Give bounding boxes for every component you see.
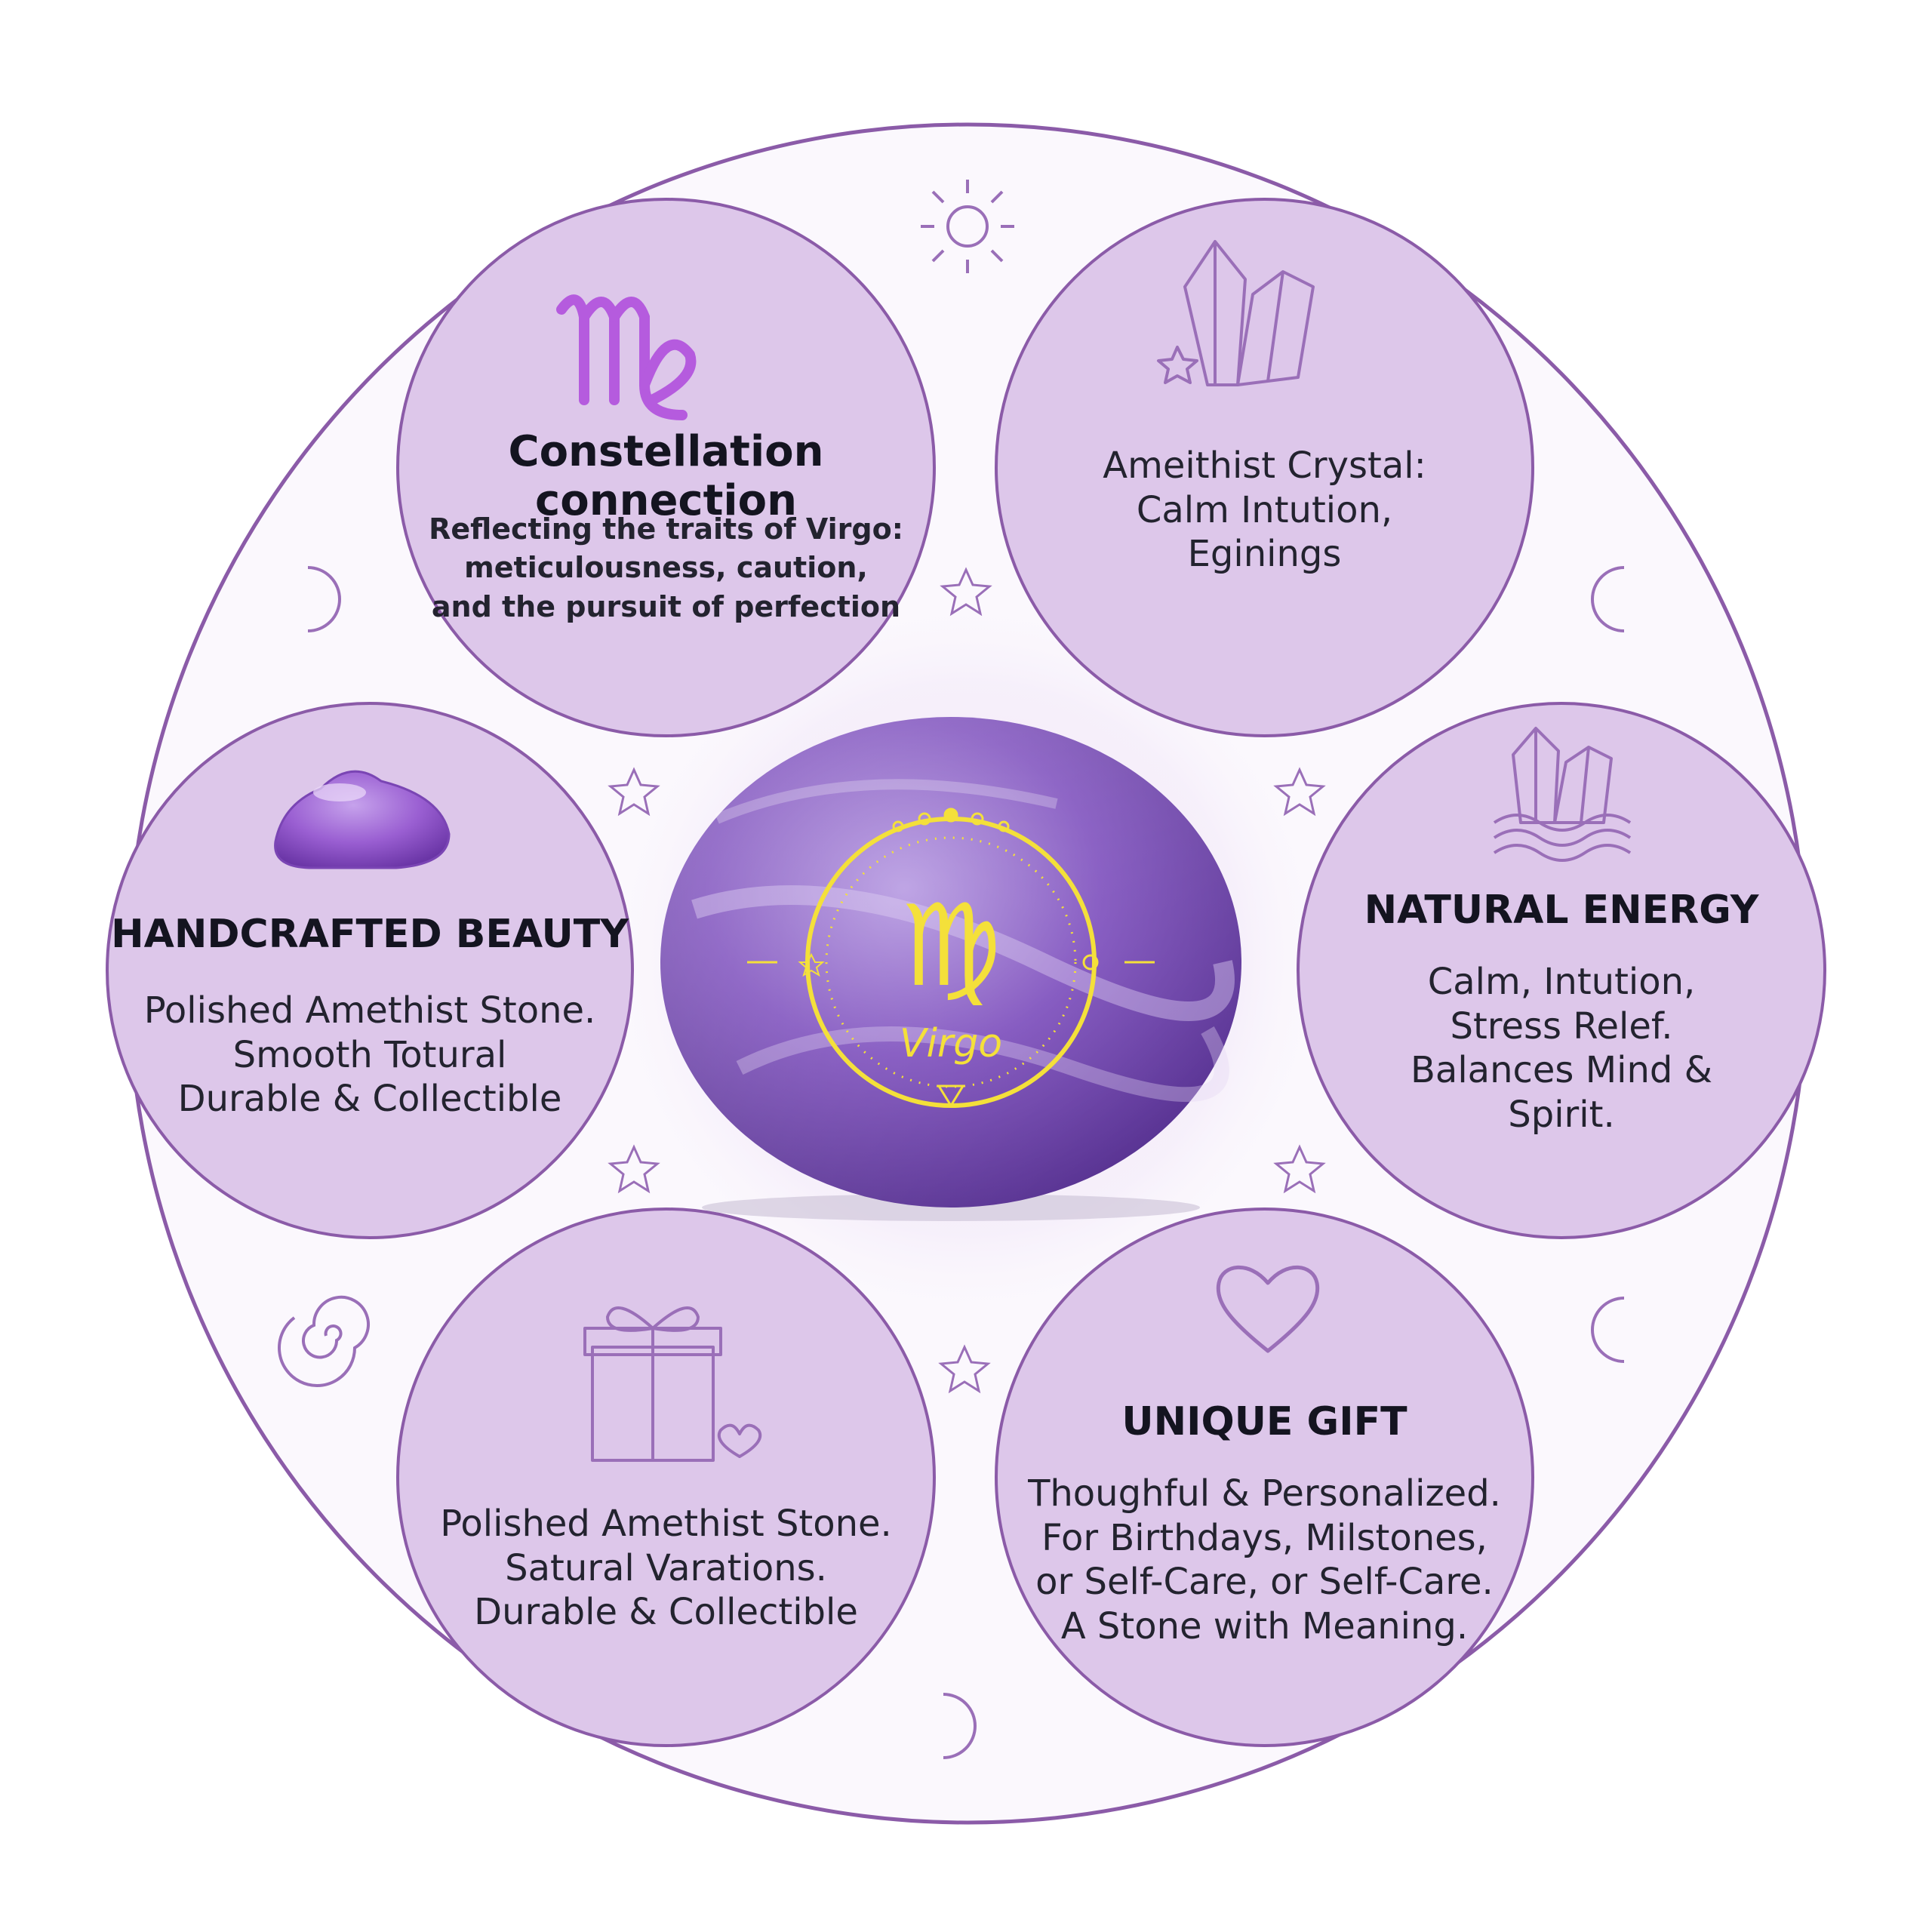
gift-line: or Self-Care, or Self-Care. [1035,1561,1494,1604]
crystal-wave-icon [1493,727,1632,862]
variations-description: Polished Amethist Stone. Satural Varatio… [396,1502,936,1635]
energy-line: Calm, Intution, [1427,961,1696,1003]
virgo-engraved-label: Virgo [900,1021,1002,1066]
moon-icon [1591,1297,1625,1363]
moon-icon [943,1693,977,1759]
sun-icon [921,180,1014,273]
handcrafted-line: Smooth Totural [232,1033,507,1076]
handcrafted-line: Polished Amethist Stone. [143,989,596,1032]
variations-line: Satural Varations. [505,1546,827,1589]
gift-line: For Birthdays, Milstones, [1041,1516,1487,1559]
heart-icon [1216,1265,1320,1353]
amethyst-description: Ameithist Crystal: Calm Intution, Eginin… [995,444,1534,577]
gift-title: UNIQUE GIFT [1121,1399,1407,1444]
moon-icon [307,566,341,632]
gift-line: Thoughful & Personalized. [1028,1472,1501,1515]
star-icon [940,567,992,617]
variations-line: Durable & Collectible [474,1591,858,1634]
energy-line: Balances Mind & [1410,1049,1713,1092]
zodiac-engraving [747,808,1155,1108]
constellation-bubble [396,198,936,737]
constellation-description: Reflecting the traits of Virgo: meticulo… [396,510,936,626]
energy-line: Stress Relef. [1450,1004,1673,1048]
star-icon [938,1344,991,1394]
amethyst-line: Ameithist Crystal: [1103,445,1426,487]
variations-line: Polished Amethist Stone. [440,1503,892,1545]
amethyst-bubble [995,198,1534,737]
energy-title: NATURAL ENERGY [1364,888,1759,933]
amethyst-line: Eginings [1187,533,1342,576]
constellation-line: and the pursuit of perfection [431,589,901,623]
virgo-engraved-symbol: ♍ [900,881,1001,1012]
gift-bubble [995,1208,1534,1747]
constellation-line: Reflecting the traits of Virgo: [429,512,903,546]
handcrafted-line: Durable & Collectible [177,1078,562,1121]
polished-stone-icon [274,770,451,869]
moon-icon [1591,566,1625,632]
star-icon [1273,1144,1326,1194]
gift-line: A Stone with Meaning. [1060,1604,1469,1647]
variations-bubble [396,1208,936,1747]
spiral-icon [278,1295,370,1387]
gift-box-icon [583,1306,762,1462]
constellation-line: meticulousness, caution, [464,551,868,585]
constellation-title: Constellation connection [508,427,824,525]
star-icon [608,767,660,817]
star-icon [1273,767,1326,817]
crystal-cluster-icon [1157,240,1315,386]
amethyst-stone: ♍ Virgo [660,717,1241,1221]
star-icon [608,1144,660,1194]
virgo-symbol-icon [556,294,697,420]
gift-description: Thoughful & Personalized. For Birthdays,… [995,1472,1534,1648]
energy-description: Calm, Intution, Stress Relef. Balances M… [1297,960,1826,1137]
handcrafted-title: HANDCRAFTED BEAUTY [111,912,629,957]
energy-line: Spirit. [1508,1093,1615,1136]
handcrafted-description: Polished Amethist Stone. Smooth Totural … [106,989,634,1121]
amethyst-line: Calm Intution, [1136,488,1393,531]
